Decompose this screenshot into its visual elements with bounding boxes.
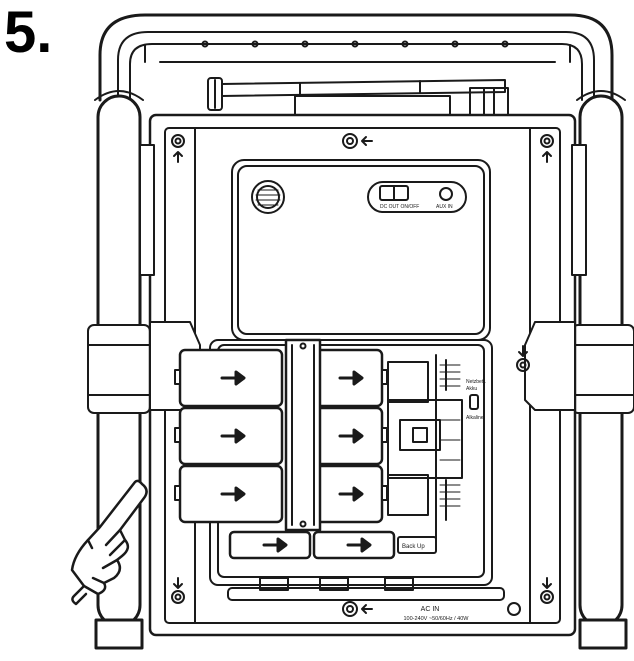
switch-panel bbox=[367, 181, 467, 213]
arrow-right-icon bbox=[220, 428, 246, 444]
backup-label-box bbox=[397, 536, 437, 554]
screw-right-clamp bbox=[516, 345, 530, 372]
screw-bottom-center bbox=[342, 601, 373, 617]
side-label-alkaline: Alkaline bbox=[466, 415, 484, 421]
bottom-edge bbox=[227, 577, 521, 616]
arrow-right-icon bbox=[338, 428, 364, 444]
battery-divider-bar bbox=[284, 338, 322, 532]
screw-bottom-left bbox=[171, 577, 185, 604]
step-number: 5. bbox=[4, 0, 53, 65]
backup-battery-cell bbox=[228, 530, 312, 560]
battery-cell bbox=[174, 464, 284, 524]
battery-cell bbox=[174, 406, 284, 466]
arrow-right-icon bbox=[338, 370, 364, 386]
battery-cell bbox=[314, 464, 388, 524]
screw-top-center bbox=[342, 133, 373, 149]
arrow-right-icon bbox=[262, 537, 288, 553]
screw-top-right bbox=[540, 134, 554, 163]
battery-cell bbox=[314, 406, 388, 466]
battery-cell bbox=[174, 348, 284, 408]
pointing-hand-icon bbox=[70, 479, 148, 606]
handle-rivets bbox=[201, 40, 509, 48]
arrow-right-icon bbox=[346, 537, 372, 553]
backup-cells bbox=[228, 530, 396, 560]
ac-in-label: AC IN bbox=[421, 606, 440, 613]
battery-cell bbox=[314, 348, 388, 408]
screw-bottom-right bbox=[540, 577, 554, 604]
screw-top-left bbox=[171, 134, 185, 163]
side-label-akku: Akku bbox=[466, 386, 477, 392]
antenna bbox=[207, 77, 506, 111]
aux-label: AUX IN bbox=[436, 204, 453, 210]
battery-select-switch bbox=[469, 394, 479, 410]
contact-ticks bbox=[439, 364, 461, 507]
arrow-right-icon bbox=[338, 486, 364, 502]
backup-battery-cell bbox=[312, 530, 396, 560]
speaker-grille-icon bbox=[251, 180, 285, 214]
side-label-netz: Netzbetr. bbox=[466, 379, 486, 385]
ac-spec-label: 100-240V ~50/60Hz / 40W bbox=[404, 616, 470, 622]
switch-label: DC OUT ON/OFF bbox=[380, 204, 419, 210]
arrow-right-icon bbox=[220, 370, 246, 386]
backup-label: Back Up bbox=[402, 544, 425, 550]
arrow-right-icon bbox=[220, 486, 246, 502]
battery-grid bbox=[174, 348, 388, 524]
top-handle bbox=[98, 13, 614, 102]
